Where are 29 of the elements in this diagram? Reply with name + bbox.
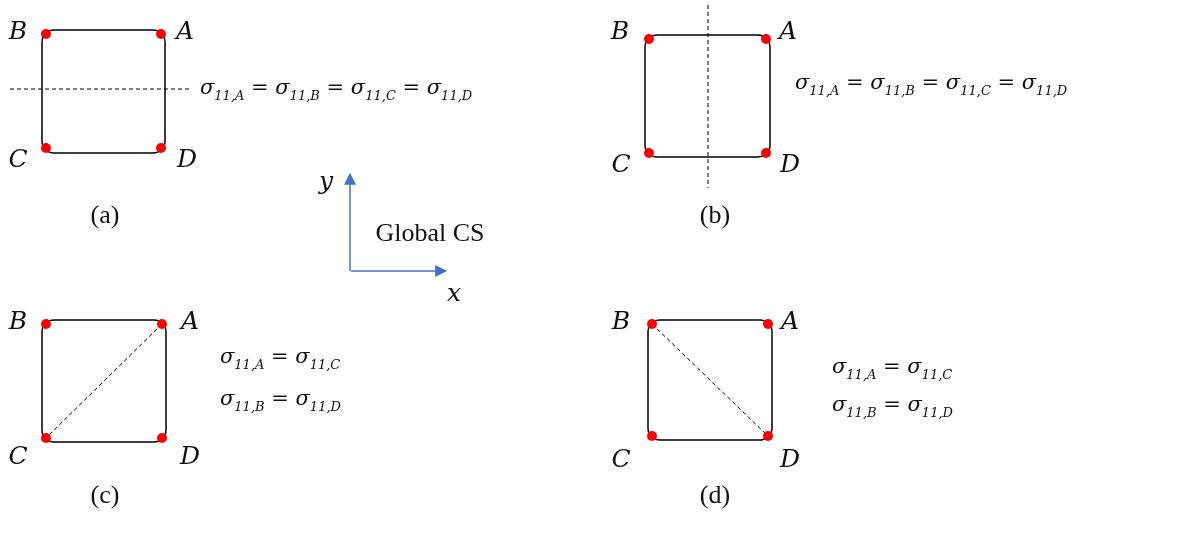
equation: σ$_{11,B}$ = σ$_{11,D}$: [832, 392, 953, 420]
corner-label: C: [8, 440, 28, 470]
corner-label: B: [8, 305, 28, 335]
axis-title: Global CS: [375, 218, 485, 248]
corner-label: B: [611, 305, 631, 335]
corner-label: D: [780, 443, 800, 473]
corner-label: B: [610, 15, 630, 45]
corner-label: C: [611, 148, 631, 178]
corner-label: A: [175, 15, 195, 45]
panel-label: (b): [699, 200, 731, 230]
corner-label: A: [780, 305, 800, 335]
corner-label: B: [8, 15, 28, 45]
equation: σ$_{11,A}$ = σ$_{11,C}$: [832, 354, 953, 382]
equation: σ$_{11,A}$ = σ$_{11,B}$ = σ$_{11,C}$ = σ$_{11,D}$: [795, 70, 1068, 98]
corner-label: A: [180, 305, 200, 335]
corner-label: C: [611, 443, 631, 473]
panel-label: (c): [90, 480, 120, 510]
axis-label: x: [446, 277, 462, 307]
corner-label: A: [778, 15, 798, 45]
axis-label: y: [318, 165, 334, 195]
corner-label: C: [8, 143, 28, 173]
corner-label: D: [780, 148, 800, 178]
equation: σ$_{11,B}$ = σ$_{11,D}$: [220, 386, 341, 414]
panel-label: (d): [699, 480, 731, 510]
equation: σ$_{11,A}$ = σ$_{11,C}$: [220, 344, 341, 372]
panel-label: (a): [90, 200, 120, 230]
corner-label: D: [177, 143, 197, 173]
equation: σ$_{11,A}$ = σ$_{11,B}$ = σ$_{11,C}$ = σ$_{11,D}$: [200, 75, 473, 103]
corner-label: D: [180, 440, 200, 470]
